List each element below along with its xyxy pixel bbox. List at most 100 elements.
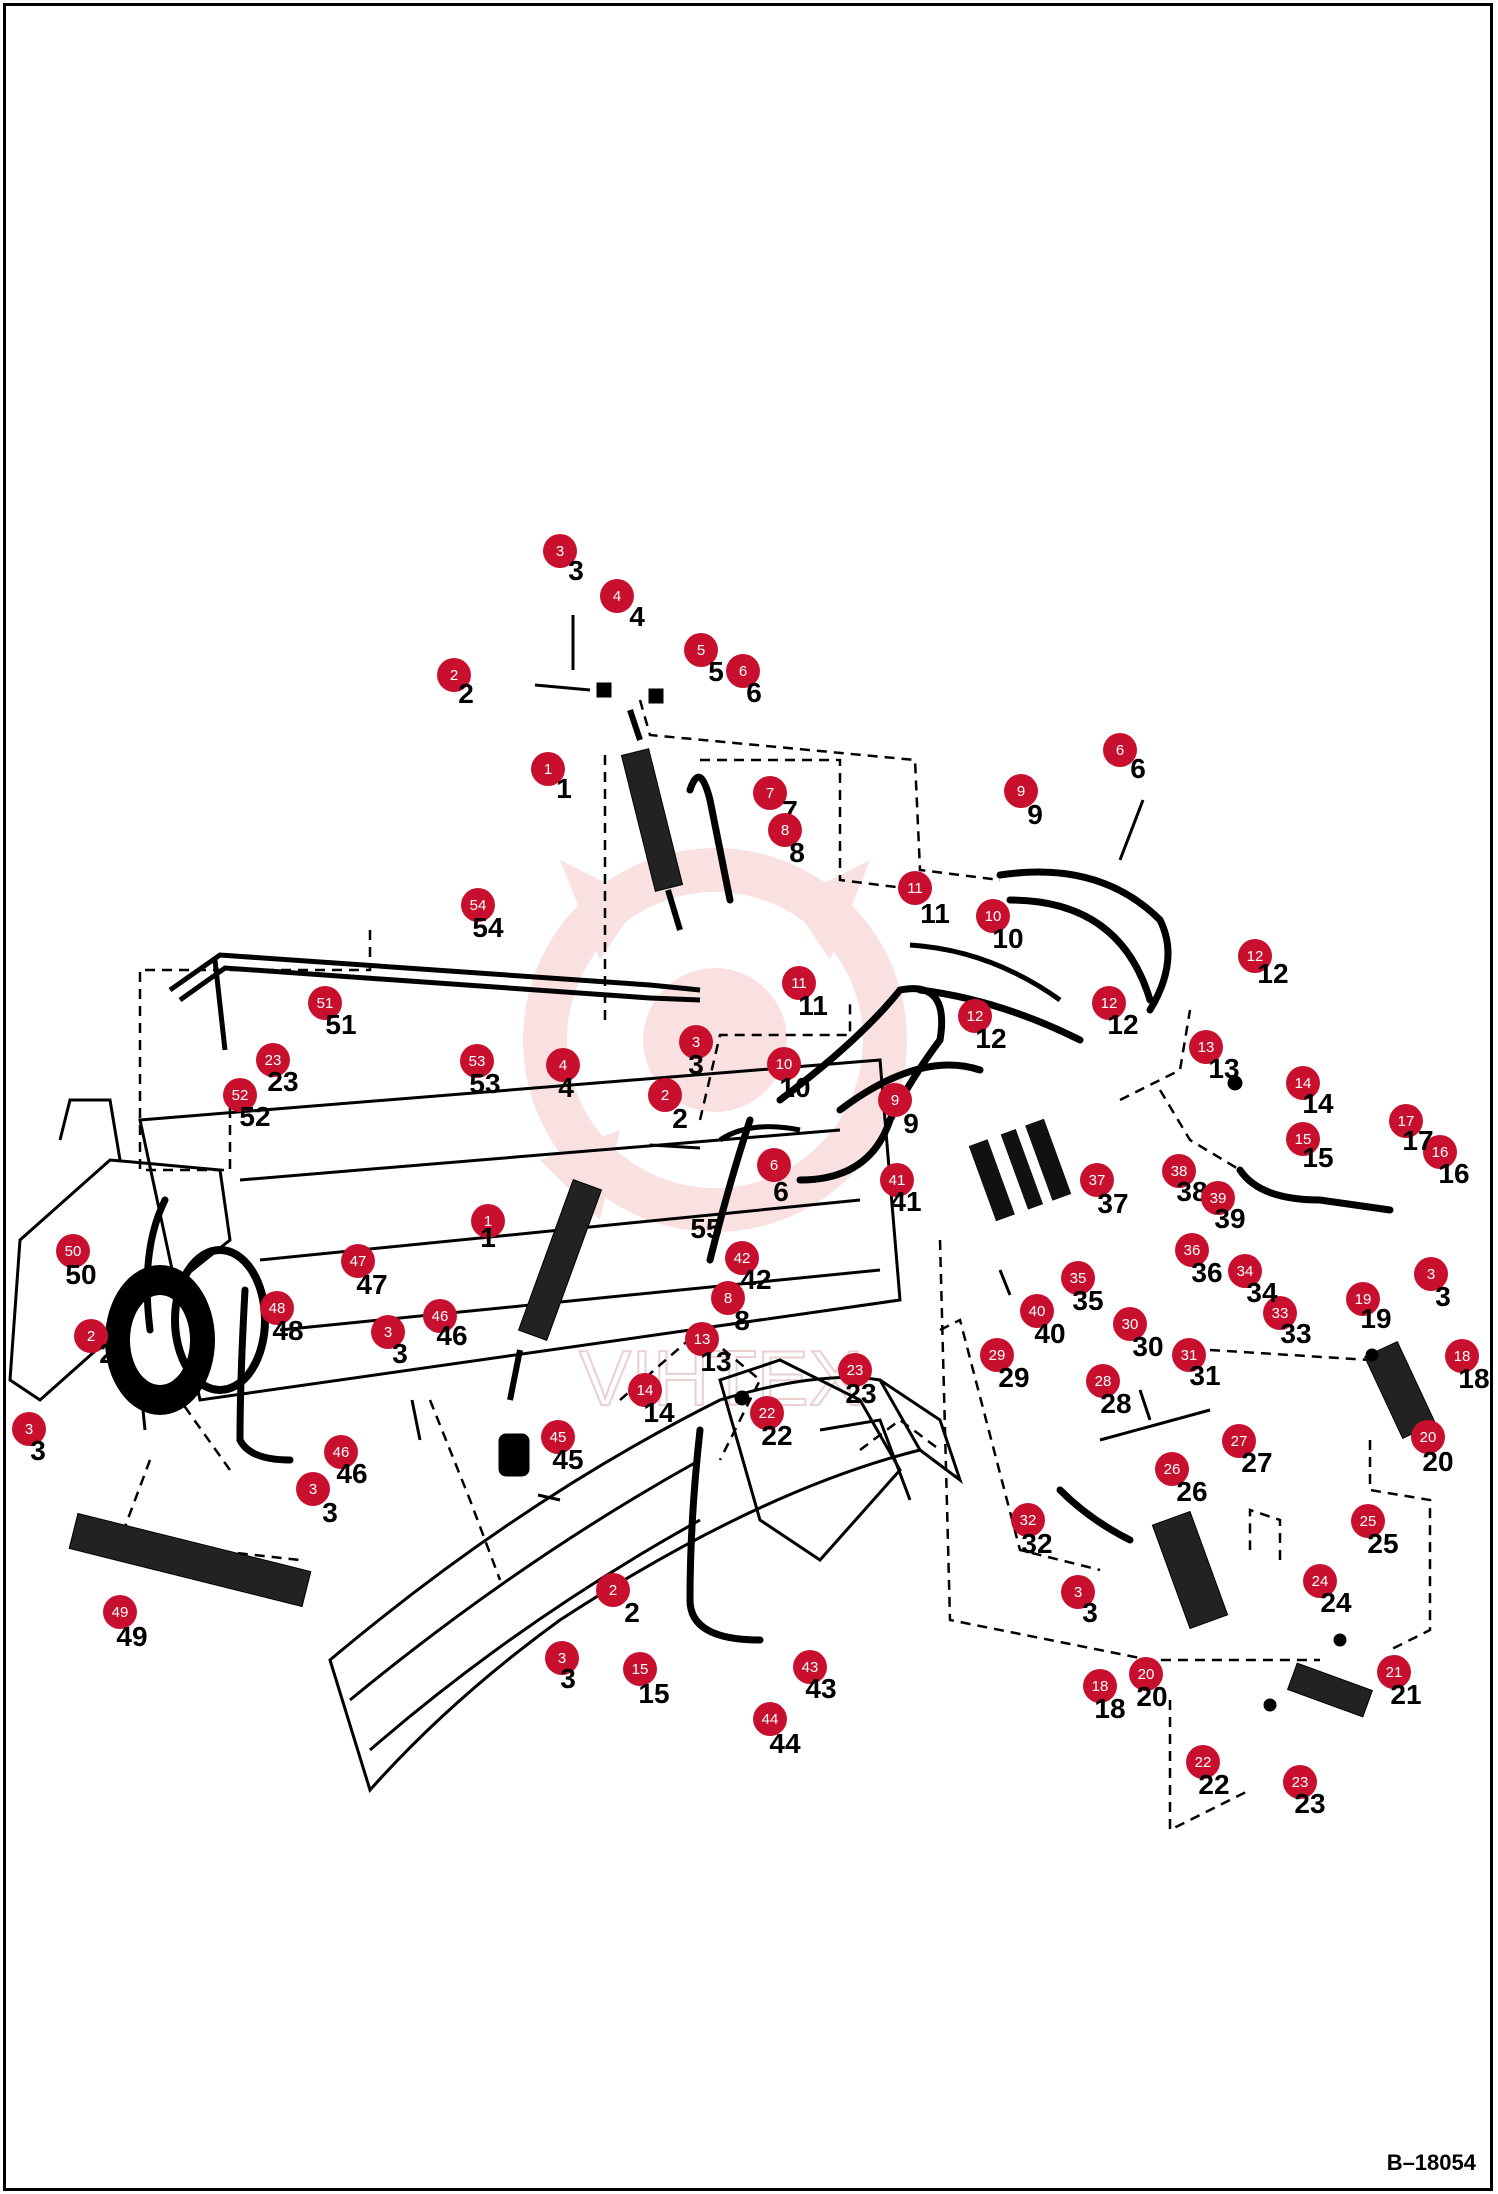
callout-badge[interactable]: [1155, 1452, 1189, 1486]
callout-badge[interactable]: [648, 1078, 682, 1112]
callout-badge[interactable]: [600, 579, 634, 613]
callout-badge[interactable]: [546, 1048, 580, 1082]
callout-badge[interactable]: [1222, 1424, 1256, 1458]
callout-badge[interactable]: [461, 888, 495, 922]
callout-badge[interactable]: [725, 1241, 759, 1275]
callout-badge[interactable]: [753, 1702, 787, 1736]
callout-number: 16: [1438, 1158, 1469, 1189]
callout-badge[interactable]: [437, 658, 471, 692]
callout-number: 22: [761, 1420, 792, 1451]
callout-1: 11: [531, 752, 572, 804]
callout-badge[interactable]: [750, 1396, 784, 1430]
callout-badge[interactable]: [1061, 1261, 1095, 1295]
callout-number: 4: [629, 601, 645, 632]
callout-badge[interactable]: [1129, 1657, 1163, 1691]
callout-badge[interactable]: [423, 1299, 457, 1333]
callout-badge[interactable]: [1113, 1307, 1147, 1341]
callout-badge[interactable]: [1061, 1575, 1095, 1609]
callout-number: 11: [920, 898, 950, 929]
callout-badge[interactable]: [1414, 1257, 1448, 1291]
callout-badge[interactable]: [1238, 939, 1272, 973]
callout-badge-number: 43: [802, 1659, 819, 1676]
callout-badge[interactable]: [308, 986, 342, 1020]
callout-badge[interactable]: [793, 1650, 827, 1684]
callout-badge[interactable]: [1004, 774, 1038, 808]
callout-badge[interactable]: [12, 1412, 46, 1446]
callout-number: 28: [1100, 1388, 1131, 1419]
callout-badge[interactable]: [782, 966, 816, 1000]
callout-badge[interactable]: [1201, 1181, 1235, 1215]
callout-badge-number: 23: [1292, 1774, 1309, 1791]
callout-badge[interactable]: [880, 1163, 914, 1197]
callout-badge[interactable]: [1346, 1282, 1380, 1316]
callout-badge[interactable]: [1011, 1503, 1045, 1537]
callout-badge[interactable]: [878, 1083, 912, 1117]
callout-badge[interactable]: [460, 1044, 494, 1078]
callout-badge[interactable]: [1377, 1655, 1411, 1689]
callout-number: 5: [708, 656, 724, 687]
callout-badge[interactable]: [103, 1595, 137, 1629]
callout-badge[interactable]: [256, 1043, 290, 1077]
callout-badge[interactable]: [1423, 1135, 1457, 1169]
callout-badge[interactable]: [685, 1322, 719, 1356]
callout-badge[interactable]: [623, 1652, 657, 1686]
callout-badge[interactable]: [56, 1234, 90, 1268]
callout-badge[interactable]: [341, 1244, 375, 1278]
callout-badge[interactable]: [1283, 1765, 1317, 1799]
callout-badge[interactable]: [1086, 1364, 1120, 1398]
callout-badge[interactable]: [898, 871, 932, 905]
callout-badge[interactable]: [1172, 1338, 1206, 1372]
callout-badge[interactable]: [1080, 1163, 1114, 1197]
callout-badge[interactable]: [324, 1435, 358, 1469]
callout-badge[interactable]: [768, 813, 802, 847]
callout-badge[interactable]: [1286, 1122, 1320, 1156]
callout-badge[interactable]: [1228, 1254, 1262, 1288]
callout-number: 1: [480, 1222, 496, 1253]
callout-badge[interactable]: [753, 776, 787, 810]
callout-badge[interactable]: [1186, 1745, 1220, 1779]
callout-badge[interactable]: [531, 752, 565, 786]
callout-badge[interactable]: [679, 1025, 713, 1059]
callout-badge[interactable]: [296, 1472, 330, 1506]
callout-badge[interactable]: [1263, 1296, 1297, 1330]
callout-badge[interactable]: [596, 1573, 630, 1607]
callout-badge[interactable]: [684, 633, 718, 667]
callout-badge[interactable]: [1286, 1066, 1320, 1100]
callout-badge[interactable]: [545, 1641, 579, 1675]
callout-badge[interactable]: [767, 1047, 801, 1081]
callout-badge[interactable]: [1351, 1504, 1385, 1538]
callout-badge[interactable]: [628, 1373, 662, 1407]
callout-badge[interactable]: [1389, 1104, 1423, 1138]
callout-8: 88: [768, 813, 805, 868]
callout-badge[interactable]: [260, 1291, 294, 1325]
callout-badge[interactable]: [838, 1353, 872, 1387]
callout-badge[interactable]: [1411, 1420, 1445, 1454]
callout-badge[interactable]: [1175, 1233, 1209, 1267]
callout-badge[interactable]: [471, 1204, 505, 1238]
callout-badge[interactable]: [371, 1315, 405, 1349]
callout-badge[interactable]: [976, 899, 1010, 933]
callout-badge[interactable]: [1445, 1339, 1479, 1373]
callout-badge[interactable]: [1189, 1030, 1223, 1064]
callout-badge[interactable]: [1092, 986, 1126, 1020]
callout-badge[interactable]: [1020, 1294, 1054, 1328]
callout-badge[interactable]: [74, 1319, 108, 1353]
callout-badge[interactable]: [543, 534, 577, 568]
callout-badge[interactable]: [958, 999, 992, 1033]
callout-badge[interactable]: [757, 1148, 791, 1182]
callout-badge[interactable]: [711, 1281, 745, 1315]
callout-badge[interactable]: [1103, 733, 1137, 767]
callout-badge[interactable]: [541, 1420, 575, 1454]
callout-badge[interactable]: [726, 654, 760, 688]
callout-badge[interactable]: [223, 1078, 257, 1112]
callout-badge[interactable]: [1083, 1669, 1117, 1703]
callout-badge[interactable]: [1303, 1564, 1337, 1598]
callout-number: 53: [469, 1068, 500, 1099]
callout-badge[interactable]: [980, 1338, 1014, 1372]
callout-badge[interactable]: [1162, 1154, 1196, 1188]
